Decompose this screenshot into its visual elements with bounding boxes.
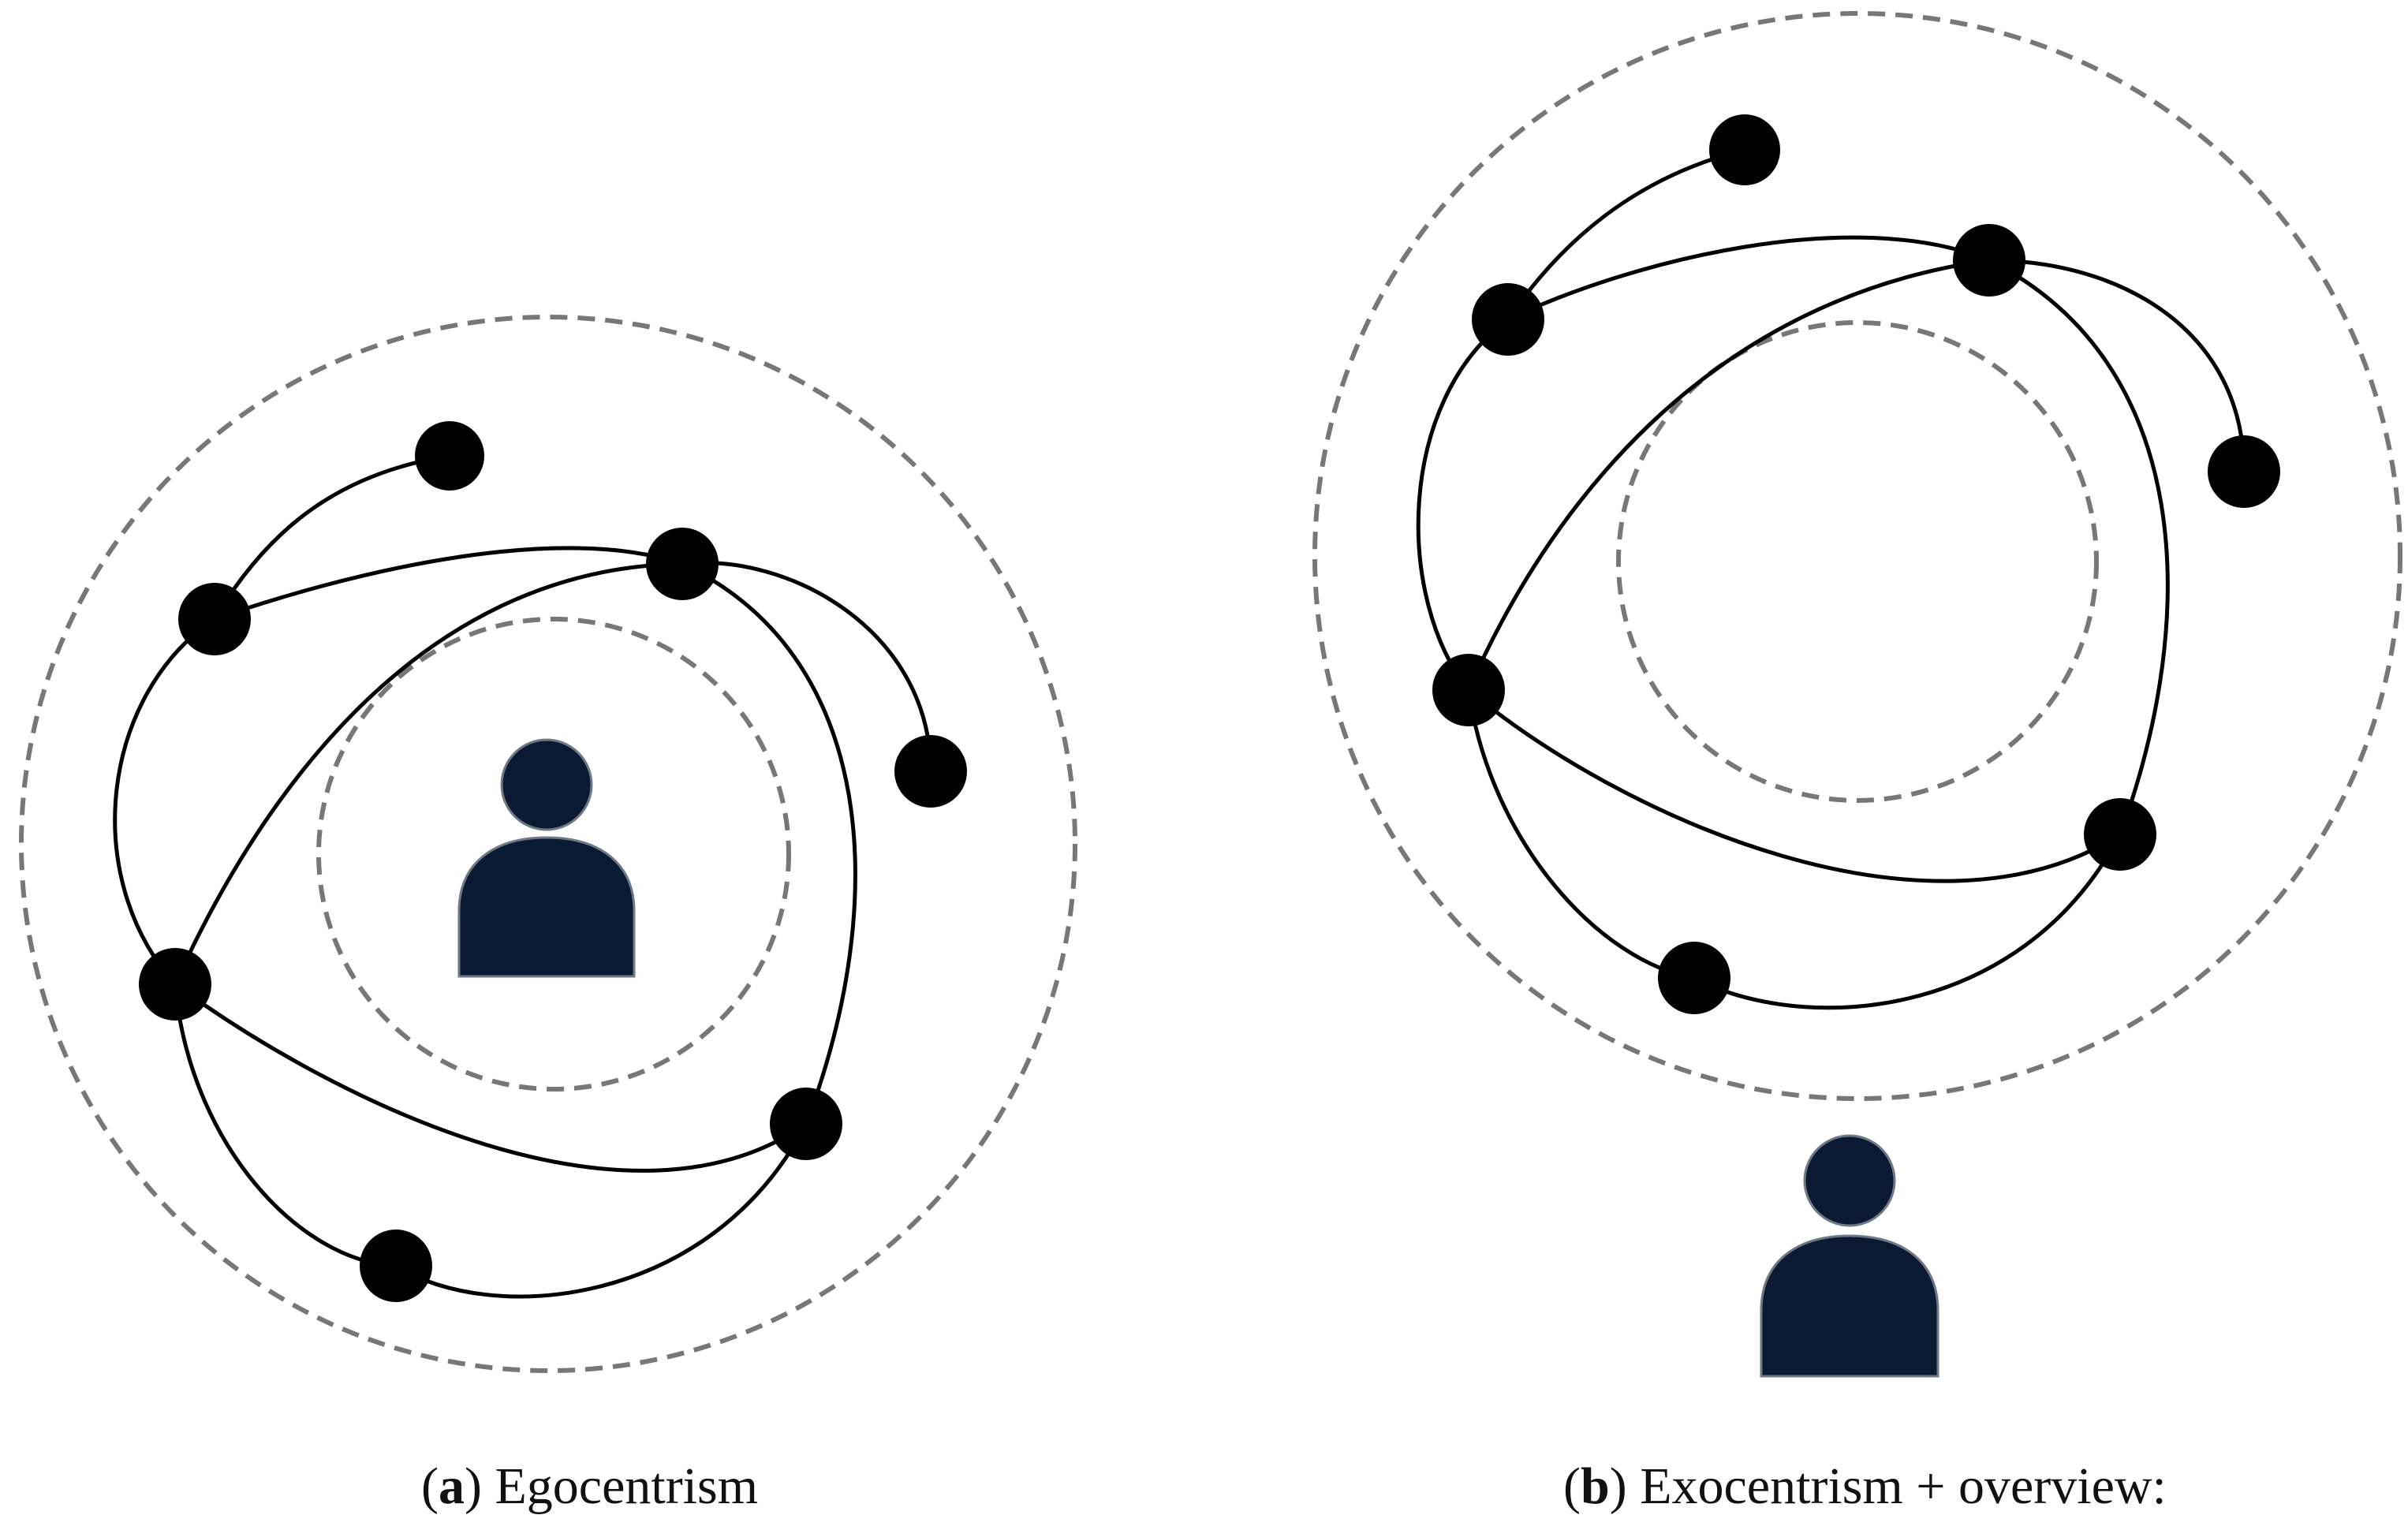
person-head: [500, 738, 593, 831]
edge: [1466, 688, 2122, 883]
edge: [1416, 317, 1510, 692]
panel-a-person-icon: [457, 738, 636, 978]
panel-b-label: b: [1580, 1457, 1610, 1515]
node-dot: [415, 421, 484, 491]
person-body: [1760, 1234, 1939, 1378]
panel-b-inner-ring: [1616, 320, 2099, 803]
edge: [1506, 147, 1747, 322]
edge: [173, 982, 808, 1173]
panel-a-network-nodes: [139, 421, 967, 1302]
node-dot: [1658, 942, 1730, 1014]
panel-a-label: a: [438, 1457, 465, 1515]
panel-a: [19, 315, 1077, 1373]
node-dot: [646, 528, 719, 600]
panel-a-caption-text: Egocentrism: [495, 1457, 759, 1515]
edge: [1987, 258, 2246, 474]
edge: [212, 546, 685, 621]
edge: [1987, 258, 2170, 837]
panel-a-network-edges: [113, 453, 933, 1299]
person-head: [1803, 1134, 1896, 1227]
node-dot: [139, 948, 211, 1021]
edge: [1506, 235, 1992, 322]
panel-b-person-icon: [1760, 1134, 1939, 1378]
panel-a-inner-ring: [316, 617, 791, 1092]
panel-a-caption: (a) Egocentrism: [421, 1457, 759, 1515]
panel-b-network-nodes: [1432, 114, 2280, 1014]
edge: [1466, 258, 1992, 692]
node-dot: [1953, 224, 2025, 297]
node-dot: [894, 735, 967, 808]
node-dot: [770, 1088, 842, 1160]
panel-b: [1312, 11, 2402, 1378]
edge: [1692, 832, 2122, 1010]
edge: [173, 562, 685, 987]
node-dot: [178, 583, 251, 655]
panel-b-caption-text: Exocentrism + overview:: [1640, 1457, 2167, 1515]
panel-b-caption: (b) Exocentrism + overview:: [1563, 1457, 2167, 1515]
node-dot: [2208, 435, 2280, 508]
node-dot: [360, 1230, 432, 1302]
edge: [113, 617, 217, 987]
panel-b-network-edges: [1416, 147, 2246, 1010]
node-dot: [2084, 798, 2156, 871]
node-dot: [1432, 654, 1505, 726]
edge: [1466, 688, 1697, 980]
person-body: [457, 836, 636, 978]
panel-b-outer-ring: [1312, 11, 2402, 1101]
edge: [212, 453, 452, 621]
node-dot: [1709, 114, 1780, 185]
edge: [680, 561, 933, 774]
edge: [173, 982, 398, 1268]
node-dot: [1472, 283, 1544, 356]
edge: [680, 562, 857, 1126]
panel-a-outer-ring: [19, 315, 1077, 1373]
edge: [394, 1121, 808, 1299]
